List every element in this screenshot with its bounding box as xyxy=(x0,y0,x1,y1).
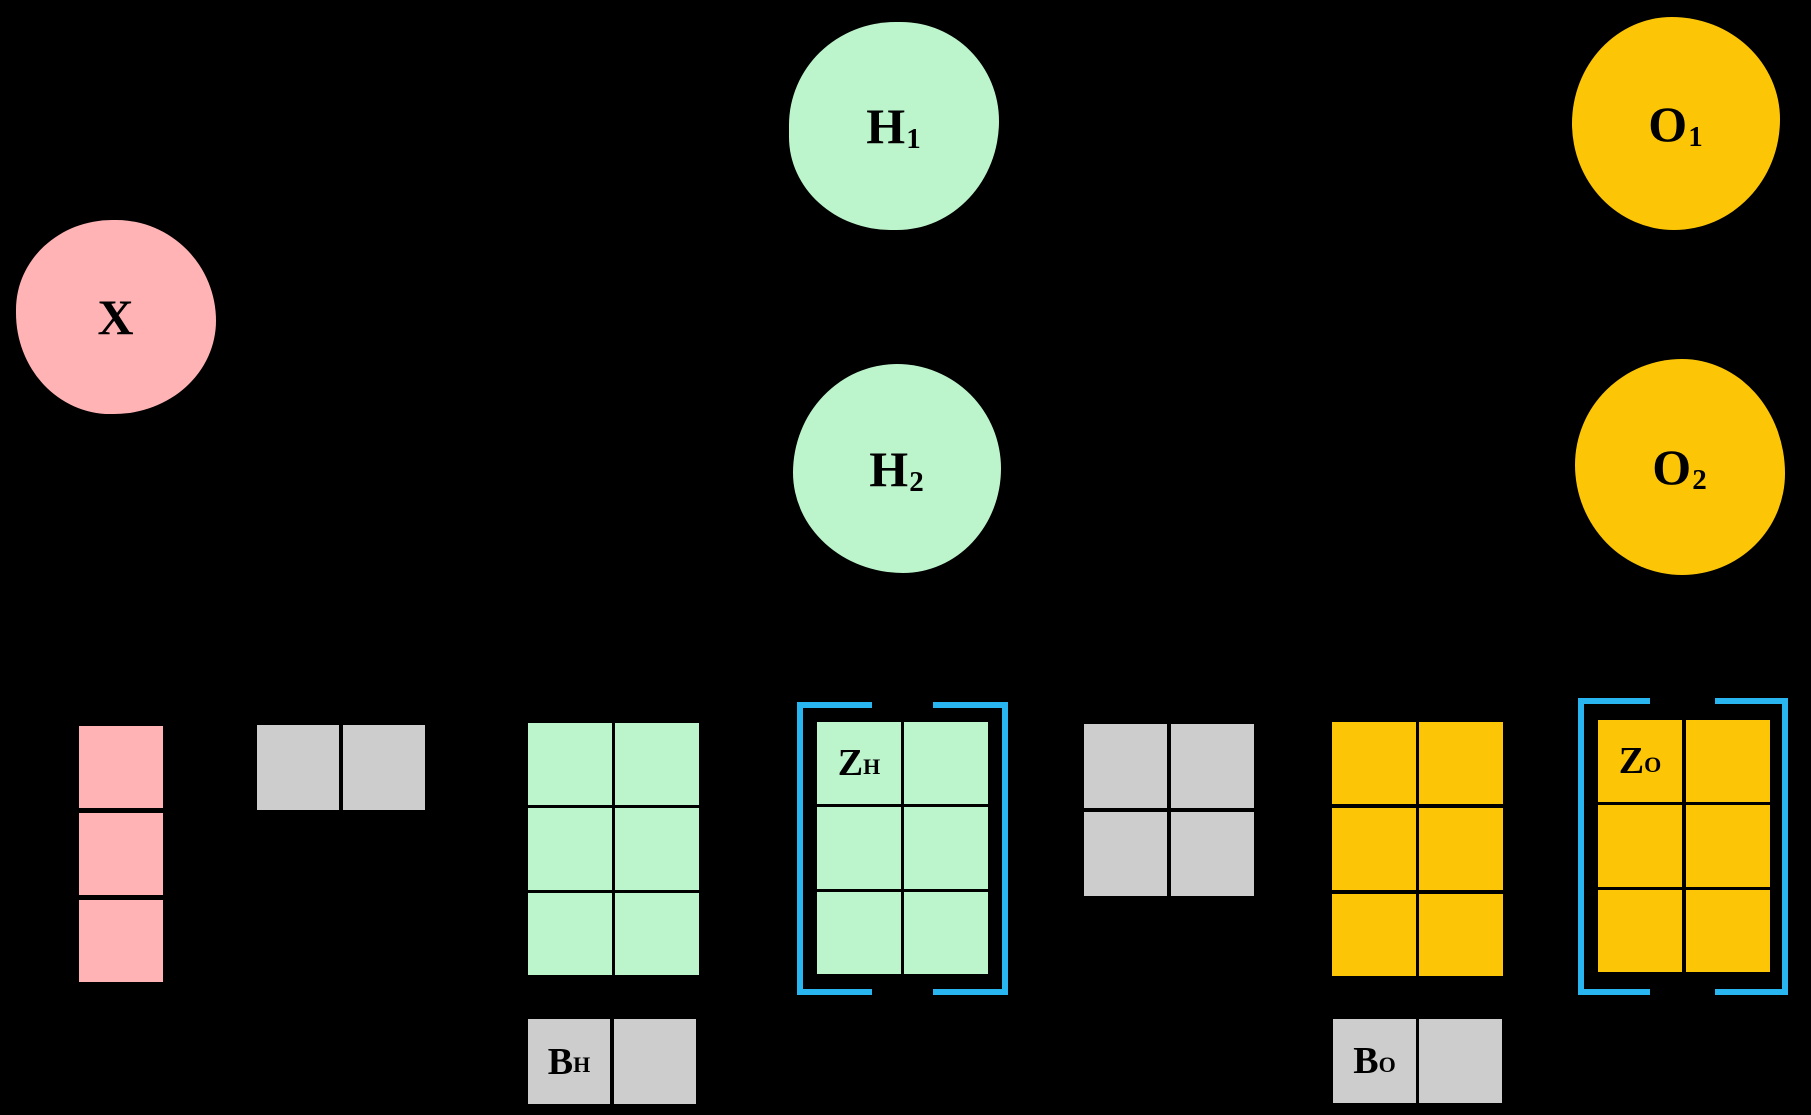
matrix-cell xyxy=(615,808,699,890)
node-x-label: X xyxy=(97,289,135,345)
node-o1: O1 xyxy=(1572,17,1780,230)
matrix-x-input xyxy=(79,726,163,982)
matrix-cell xyxy=(615,723,699,805)
matrix-cell xyxy=(904,722,988,804)
matrix-cell xyxy=(1332,808,1416,890)
matrix-cell xyxy=(904,892,988,974)
matrix-cell xyxy=(615,893,699,975)
matrix-cell xyxy=(1332,722,1416,804)
matrix-cell xyxy=(79,900,163,982)
matrix-cell xyxy=(528,808,612,890)
matrix-cell xyxy=(1332,894,1416,976)
node-o2: O2 xyxy=(1575,359,1785,575)
matrix-cell xyxy=(1686,890,1770,972)
matrix-cell xyxy=(817,892,901,974)
node-label-sub: 1 xyxy=(1688,120,1704,153)
node-o1-label: O1 xyxy=(1648,95,1704,153)
matrix-hw-product-output xyxy=(1332,722,1503,976)
matrix-xw-product-hidden xyxy=(528,723,699,975)
matrix-cell xyxy=(79,726,163,808)
matrix-cell xyxy=(343,725,425,810)
node-h1-label: H1 xyxy=(866,98,922,156)
matrix-cell xyxy=(1171,812,1254,896)
matrix-cell xyxy=(1598,890,1682,972)
matrix-cell xyxy=(1419,808,1503,890)
node-label-sub: 2 xyxy=(1692,464,1708,497)
matrix-weights-output xyxy=(1084,724,1254,896)
matrix-cell xyxy=(817,807,901,889)
matrix-weights-hidden xyxy=(257,725,425,810)
matrix-cell xyxy=(614,1019,696,1104)
matrix-cell xyxy=(1598,805,1682,887)
node-h2-label: H2 xyxy=(869,440,925,498)
matrix-cell xyxy=(1419,722,1503,804)
node-h2: H2 xyxy=(793,364,1001,573)
zo-right-bracket xyxy=(1715,698,1788,995)
matrix-cell xyxy=(528,1019,610,1104)
matrix-cell xyxy=(1686,720,1770,802)
matrix-cell xyxy=(79,813,163,895)
node-label-sub: 2 xyxy=(909,465,925,498)
zo-left-bracket xyxy=(1578,698,1650,995)
matrix-cell xyxy=(1686,805,1770,887)
matrix-cell xyxy=(528,893,612,975)
matrix-cell xyxy=(1084,812,1167,896)
matrix-cell xyxy=(1419,894,1503,976)
node-o2-label: O2 xyxy=(1652,439,1708,497)
zh-right-bracket xyxy=(933,702,1008,995)
matrix-cell xyxy=(1084,724,1167,808)
matrix-cell xyxy=(1171,724,1254,808)
matrix-cell xyxy=(1333,1019,1416,1103)
matrix-cell xyxy=(257,725,339,810)
matrix-cell xyxy=(904,807,988,889)
zh-left-bracket xyxy=(797,702,872,995)
node-label-sub: 1 xyxy=(906,123,922,156)
matrix-cell xyxy=(1598,720,1682,802)
matrix-cell xyxy=(817,722,901,804)
node-x: X xyxy=(16,220,216,414)
matrix-cell xyxy=(528,723,612,805)
node-h1: H1 xyxy=(789,22,999,230)
matrix-cell xyxy=(1419,1019,1502,1103)
